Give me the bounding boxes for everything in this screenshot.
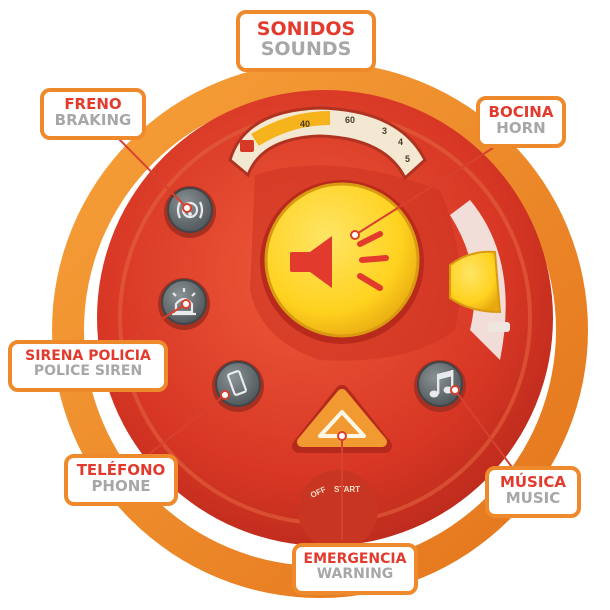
label-warning: EMERGENCIA WARNING [292, 543, 418, 595]
dial-number: 60 [345, 115, 355, 125]
label-music-es: MÚSICA [499, 473, 567, 491]
start-text: START [334, 485, 360, 494]
label-horn: BOCINA HORN [476, 96, 566, 148]
label-sounds-es: SONIDOS [256, 18, 356, 40]
phone-button[interactable] [212, 360, 264, 412]
phone-icon [227, 370, 247, 396]
label-braking-en: BRAKING [54, 110, 132, 129]
speaker-horn-icon [290, 231, 389, 291]
label-warning-es: EMERGENCIA [303, 551, 407, 567]
label-braking-es: FRENO [64, 95, 122, 113]
label-phone-es: TELÉFONO [76, 461, 166, 479]
label-braking: FRENO BRAKING [40, 88, 146, 140]
dial-number: 5 [405, 154, 410, 164]
label-phone-en: PHONE [91, 476, 151, 495]
yellow-lever [449, 250, 502, 314]
label-sounds: SONIDOS SOUNDS [236, 10, 376, 72]
horn-button[interactable] [264, 182, 420, 338]
label-horn-en: HORN [496, 118, 546, 137]
dial-number: 40 [300, 119, 310, 129]
label-warning-en: WARNING [316, 565, 394, 582]
start-knob[interactable] [298, 470, 378, 550]
label-police-siren: SIRENA POLICIA POLICE SIREN [8, 340, 168, 392]
music-note-icon [429, 370, 454, 398]
label-siren-es: SIRENA POLICIA [25, 348, 151, 364]
music-button[interactable] [414, 360, 466, 412]
label-sounds-en: SOUNDS [260, 37, 352, 60]
label-music: MÚSICA MUSIC [485, 466, 581, 518]
label-phone: TELÉFONO PHONE [64, 454, 178, 506]
label-music-en: MUSIC [505, 488, 561, 507]
dial-number: 4 [398, 137, 403, 147]
dial-number: 3 [382, 126, 387, 136]
label-siren-en: POLICE SIREN [33, 362, 143, 379]
label-horn-es: BOCINA [488, 103, 554, 121]
